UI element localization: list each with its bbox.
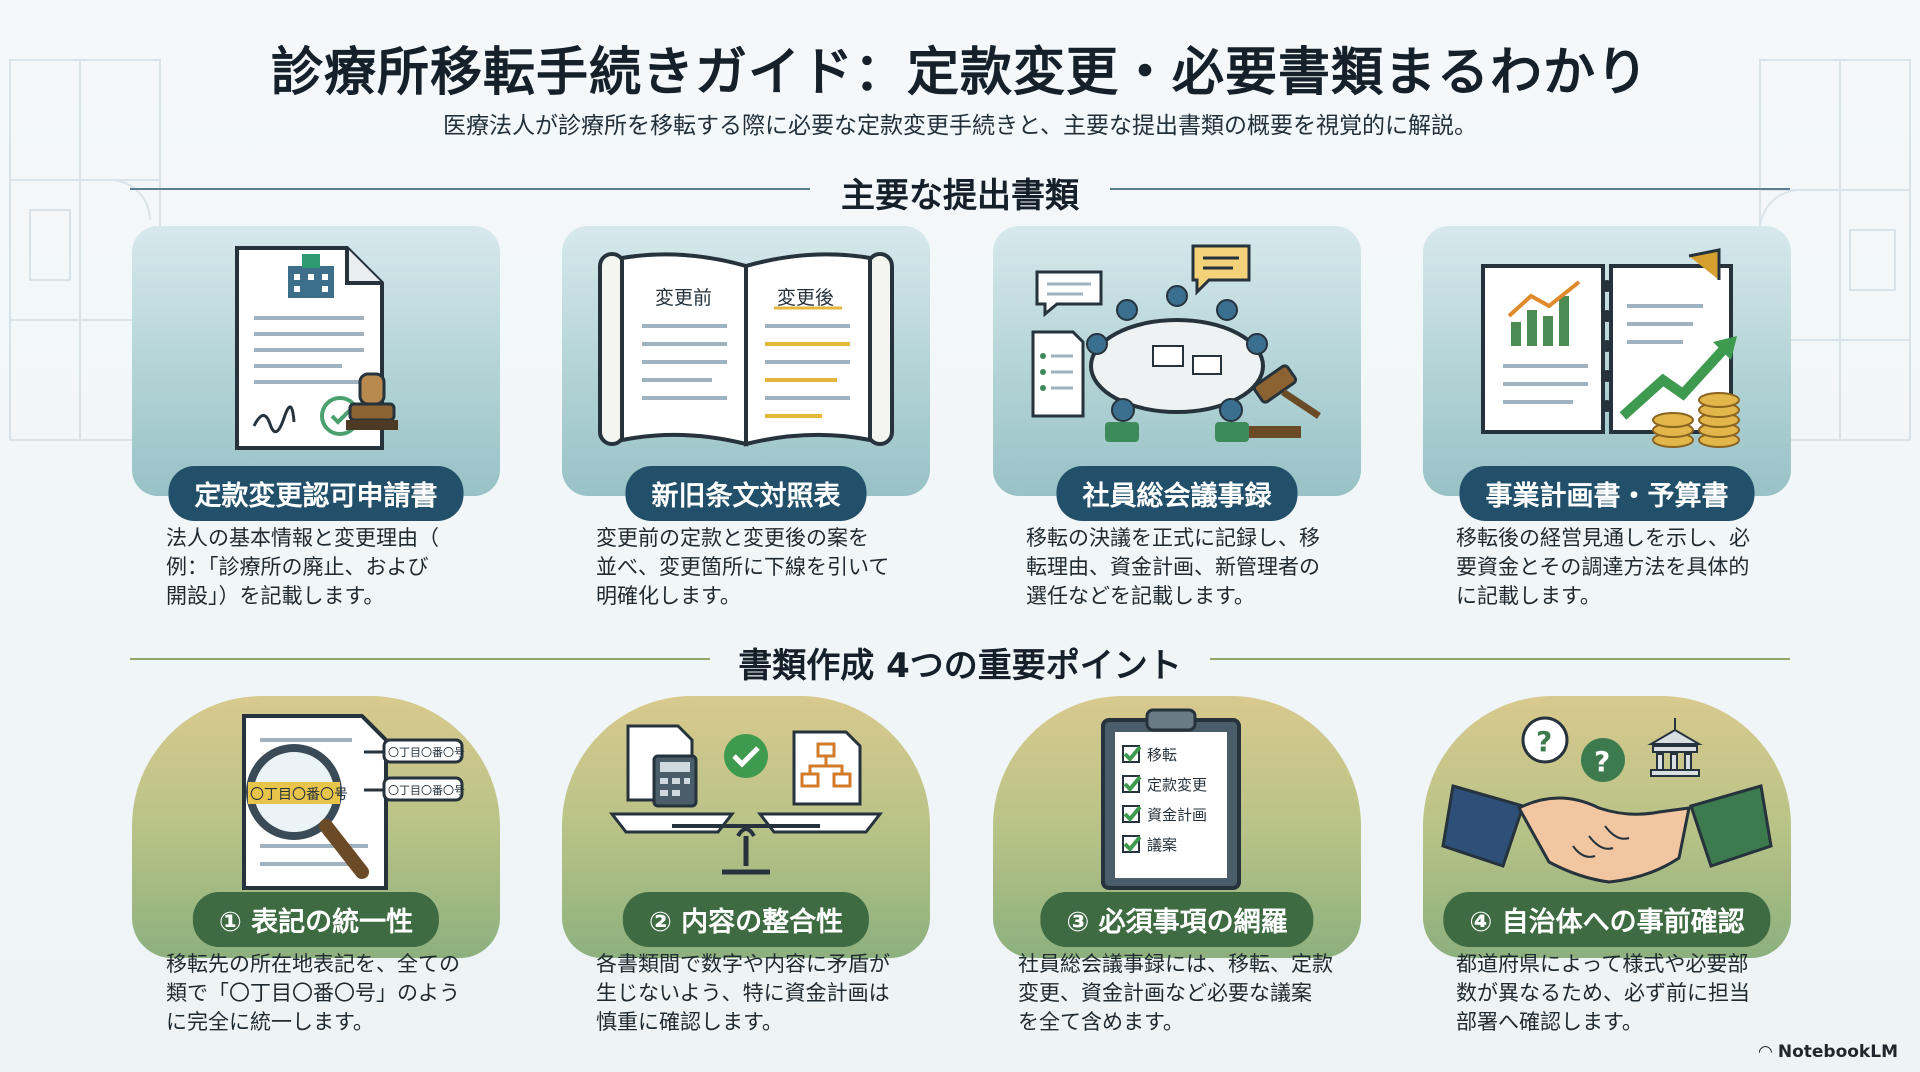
checklist-clipboard-icon: 移転 定款変更 資金計画 議案	[1101, 708, 1241, 890]
document-label-business-plan: 事業計画書・予算書	[1459, 466, 1755, 521]
point-desc-completeness: 社員総会議事録には、移転、定款変更、資金計画など必要な議案を全て含めます。	[1018, 952, 1333, 1034]
page-title: 診療所移転手続きガイド：定款変更・必要書類まるわかり	[270, 43, 1649, 103]
document-desc-application: 法人の基本情報と変更理由（例：「診療所の廃止、および開設」）を記載します。	[166, 526, 439, 608]
address-tag-main: 〇丁目〇番〇号	[250, 787, 348, 803]
document-label-comparison: 新旧条文対照表	[625, 466, 867, 521]
application-form-stamp-icon	[235, 246, 398, 450]
checklist-item-3: 資金計画	[1147, 806, 1207, 824]
document-label-minutes: 社員総会議事録	[1056, 466, 1298, 521]
section-documents-header: 主要な提出書類	[130, 168, 1790, 216]
svg-text:?: ?	[1594, 745, 1610, 778]
point-desc-consistency: 各書類間で数字や内容に矛盾が生じないよう、特に資金計画は慎重に確認します。	[596, 952, 890, 1034]
point-card-completeness: 移転 定款変更 資金計画 議案 ③ 必須事項の網羅	[993, 696, 1361, 958]
point-desc-notation: 移転先の所在地表記を、全ての類で「〇丁目〇番〇号」のように完全に統一します。	[166, 952, 460, 1034]
checklist-item-2: 定款変更	[1147, 776, 1207, 794]
business-plan-chart-icon	[1481, 248, 1740, 448]
point-label-prior-confirmation: ④ 自治体への事前確認	[1443, 892, 1771, 947]
section-documents-title: 主要な提出書類	[841, 176, 1079, 216]
handshake-government-icon: ? ?	[1441, 716, 1773, 884]
document-label-application: 定款変更認可申請書	[168, 466, 464, 521]
point-card-notation: 〇丁目〇番〇号 〇丁目〇番〇号 〇丁目〇番〇号 ① 表記の統一性	[132, 696, 500, 958]
checklist-item-1: 移転	[1147, 746, 1177, 764]
blueprint-decoration-right	[1759, 59, 1911, 441]
point-label-completeness: ③ 必須事項の網羅	[1040, 892, 1314, 947]
document-card-minutes: 社員総会議事録	[993, 226, 1361, 521]
point-card-prior-confirmation: ? ? ④ 自治体への事前確認	[1423, 696, 1791, 958]
svg-text:?: ?	[1536, 725, 1552, 758]
book-right-heading: 変更後	[777, 287, 834, 309]
magnifier-address-icon: 〇丁目〇番〇号 〇丁目〇番〇号 〇丁目〇番〇号	[242, 714, 465, 890]
address-tag-1: 〇丁目〇番〇号	[388, 746, 465, 759]
notebooklm-logo-icon: ◠	[1758, 1042, 1778, 1062]
page-subtitle: 医療法人が診療所を移転する際に必要な定款変更手続きと、主要な提出書類の概要を視覚…	[442, 113, 1478, 139]
point-label-notation: ① 表記の統一性	[192, 892, 440, 947]
book-left-heading: 変更前	[655, 287, 712, 309]
balance-scale-check-icon	[608, 724, 884, 875]
section-points-header: 書類作成 4つの重要ポイント	[130, 638, 1790, 686]
address-tag-2: 〇丁目〇番〇号	[388, 784, 465, 797]
point-card-consistency: ② 内容の整合性	[562, 696, 930, 958]
document-desc-minutes: 移転の決議を正式に記録し、移転理由、資金計画、新管理者の選任などを記載します。	[1026, 526, 1320, 608]
section-points-title: 書類作成 4つの重要ポイント	[738, 646, 1182, 686]
document-card-comparison: 変更前 変更後 新旧条文対照表	[562, 226, 930, 521]
comparison-book-icon: 変更前 変更後	[598, 252, 894, 447]
notebooklm-brand: ◠ NotebookLM	[1758, 1042, 1898, 1062]
checklist-item-4: 議案	[1147, 836, 1177, 854]
point-desc-prior-confirmation: 都道府県によって様式や必要部数が異なるため、必ず前に担当部署へ確認します。	[1456, 952, 1750, 1034]
document-card-business-plan: 事業計画書・予算書	[1423, 226, 1791, 521]
document-desc-business-plan: 移転後の経営見通しを示し、必要資金とその調達方法を具体的に記載します。	[1456, 526, 1750, 608]
document-desc-comparison: 変更前の定款と変更後の案を並べ、変更箇所に下線を引いて明確化します。	[596, 526, 890, 608]
meeting-gavel-icon	[1031, 244, 1321, 442]
point-label-consistency: ② 内容の整合性	[622, 892, 870, 947]
document-card-application: 定款変更認可申請書	[132, 226, 500, 521]
